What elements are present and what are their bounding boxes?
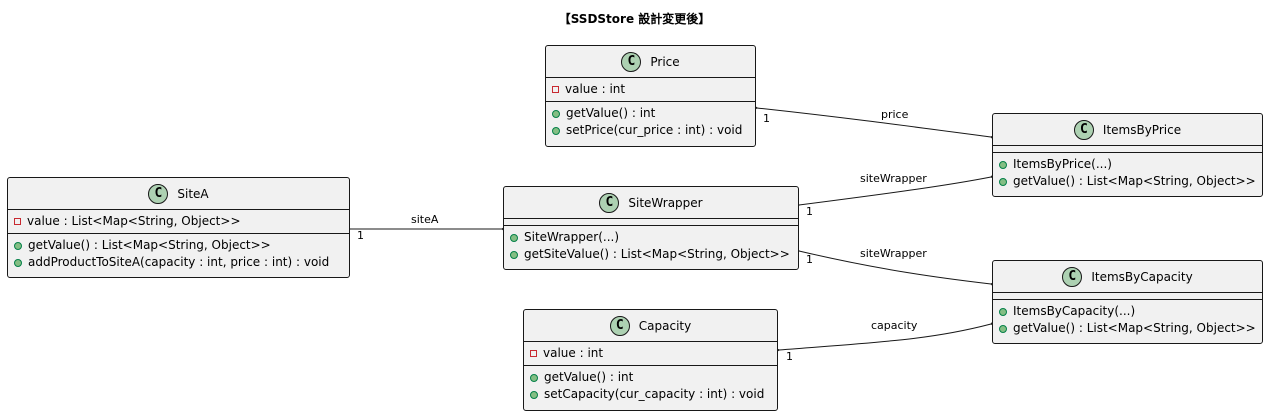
public-icon [14,258,22,267]
fields-section: value : int [546,78,755,102]
multiplicity-sitewrapper-1: 1 [806,205,813,218]
method-text: SiteWrapper(...) [524,230,620,244]
class-itemsbyprice[interactable]: C ItemsByPrice ItemsByPrice(...) getValu… [992,113,1263,197]
fields-section: value : List<Map<String, Object>> [8,210,349,234]
methods-section: getValue() : int setCapacity(cur_capacit… [524,366,777,406]
class-price-header: C Price [546,46,755,78]
class-sitea-header: C SiteA [8,178,349,210]
association-label-price: price [881,108,909,121]
methods-section: ItemsByCapacity(...) getValue() : List<M… [993,300,1262,340]
methods-section: SiteWrapper(...) getSiteValue() : List<M… [504,226,798,266]
public-icon [999,307,1007,316]
method-text: setCapacity(cur_capacity : int) : void [544,387,765,401]
class-name: SiteA [177,186,209,201]
fields-section [993,293,1262,300]
public-icon [510,233,518,242]
class-capacity[interactable]: C Capacity value : int getValue() : int … [523,309,778,411]
public-icon [999,177,1007,186]
public-icon [510,250,518,259]
method-text: getValue() : List<Map<String, Object>> [1013,321,1256,335]
method-text: ItemsByPrice(...) [1013,157,1112,171]
method-row: getValue() : int [552,105,755,122]
method-row: addProductToSiteA(capacity : int, price … [14,254,349,271]
class-itemsbycapacity[interactable]: C ItemsByCapacity ItemsByCapacity(...) g… [992,260,1263,344]
methods-section: getValue() : int setPrice(cur_price : in… [546,102,755,142]
method-row: setCapacity(cur_capacity : int) : void [530,386,777,403]
class-icon: C [1062,266,1083,287]
field-text: value : int [543,346,604,360]
multiplicity-sitewrapper-2: 1 [806,253,813,266]
method-row: ItemsByCapacity(...) [999,303,1262,320]
methods-section: getValue() : List<Map<String, Object>> a… [8,234,349,274]
private-icon [552,86,559,93]
method-text: ItemsByCapacity(...) [1013,304,1136,318]
association-capacity-line [779,324,991,350]
association-label-sitewrapper-2: siteWrapper [860,247,927,260]
multiplicity-sitea: 1 [357,229,364,242]
class-name: ItemsByCapacity [1091,269,1193,284]
class-capacity-header: C Capacity [524,310,777,342]
class-sitea[interactable]: C SiteA value : List<Map<String, Object>… [7,177,350,278]
class-name: Price [650,54,680,69]
association-label-sitewrapper-1: siteWrapper [860,172,927,185]
field-text: value : int [565,82,626,96]
method-row: ItemsByPrice(...) [999,156,1262,173]
class-name: SiteWrapper [628,195,703,210]
diagram-title: 【SSDStore 設計変更後】 [558,12,711,26]
public-icon [552,109,560,118]
class-icon: C [1073,119,1094,140]
method-row: setPrice(cur_price : int) : void [552,122,755,139]
method-row: SiteWrapper(...) [510,229,798,246]
field-row: value : int [530,345,777,362]
association-itemsbycapacity-sitewrapper-line [799,251,991,284]
public-icon [530,390,538,399]
method-text: getSiteValue() : List<Map<String, Object… [524,247,790,261]
association-itemsbyprice-sitewrapper-line [799,177,991,205]
class-icon: C [621,51,642,72]
field-row: value : List<Map<String, Object>> [14,213,349,230]
field-row: value : int [552,81,755,98]
private-icon [14,218,21,225]
class-sitewrapper[interactable]: C SiteWrapper SiteWrapper(...) getSiteVa… [503,186,799,270]
public-icon [14,241,22,250]
multiplicity-price: 1 [763,112,770,125]
method-text: getValue() : int [566,106,656,120]
class-price[interactable]: C Price value : int getValue() : int set… [545,45,756,147]
method-row: getValue() : List<Map<String, Object>> [14,237,349,254]
method-row: getSiteValue() : List<Map<String, Object… [510,246,798,263]
method-text: addProductToSiteA(capacity : int, price … [28,255,330,269]
method-row: getValue() : List<Map<String, Object>> [999,320,1262,337]
multiplicity-capacity: 1 [786,350,793,363]
association-label-capacity: capacity [871,319,918,332]
method-text: getValue() : int [544,370,634,384]
fields-section: value : int [524,342,777,366]
field-text: value : List<Map<String, Object>> [27,214,241,228]
class-name: ItemsByPrice [1102,122,1182,137]
method-text: getValue() : List<Map<String, Object>> [28,238,271,252]
fields-section [504,219,798,226]
class-icon: C [609,315,630,336]
method-text: setPrice(cur_price : int) : void [566,123,743,137]
fields-section [993,146,1262,153]
class-itemsbycapacity-header: C ItemsByCapacity [993,261,1262,293]
public-icon [999,160,1007,169]
class-name: Capacity [638,318,692,333]
class-itemsbyprice-header: C ItemsByPrice [993,114,1262,146]
methods-section: ItemsByPrice(...) getValue() : List<Map<… [993,153,1262,193]
private-icon [530,350,537,357]
class-icon: C [148,183,169,204]
association-price-line [757,108,991,137]
method-text: getValue() : List<Map<String, Object>> [1013,174,1256,188]
association-label-sitea: siteA [411,213,439,226]
public-icon [530,373,538,382]
method-row: getValue() : int [530,369,777,386]
method-row: getValue() : List<Map<String, Object>> [999,173,1262,190]
public-icon [552,126,560,135]
public-icon [999,324,1007,333]
class-icon: C [599,192,620,213]
class-sitewrapper-header: C SiteWrapper [504,187,798,219]
